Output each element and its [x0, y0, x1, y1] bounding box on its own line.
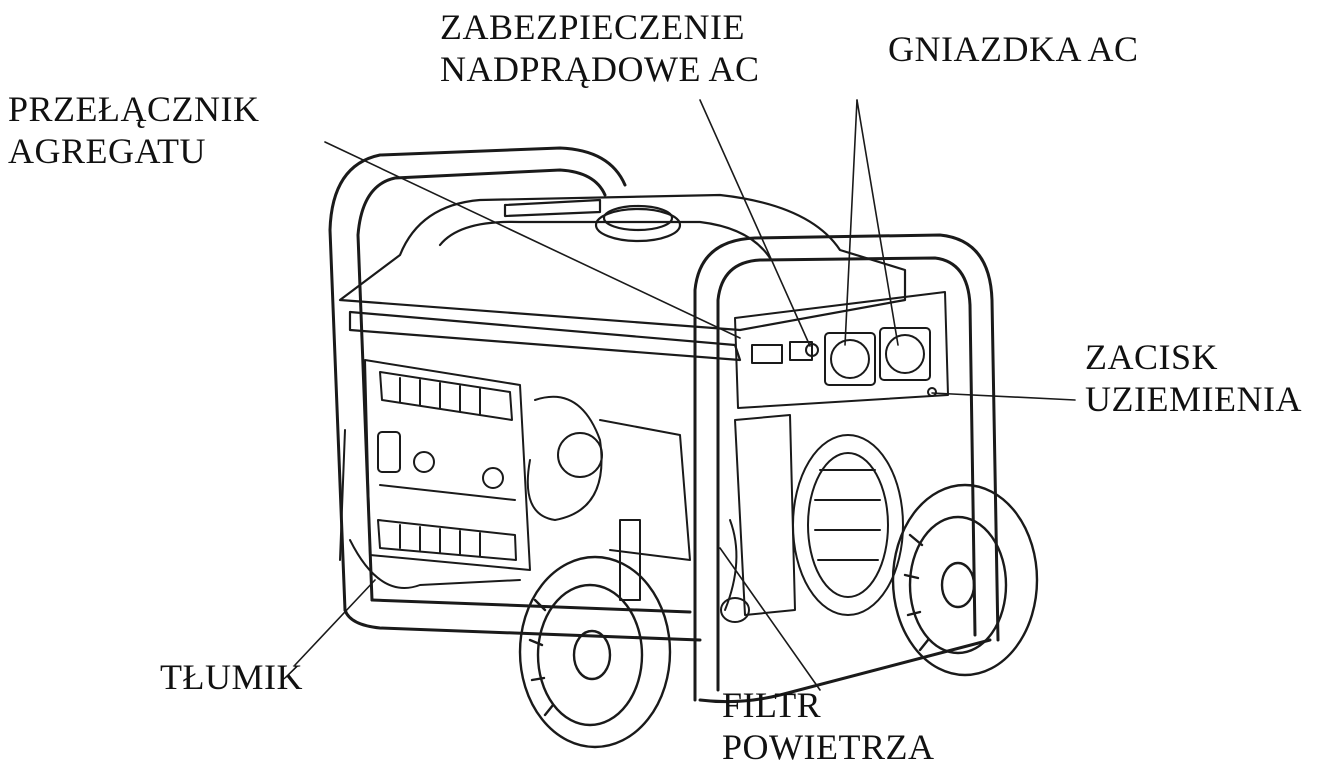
- label-gniazdka-ac: GNIAZDKA AC: [888, 28, 1139, 70]
- panel-breaker: [805, 343, 819, 357]
- alternator: [720, 414, 904, 623]
- leader-przelacznik: [324, 141, 741, 339]
- leader-lines: [294, 99, 1076, 691]
- wheel-rear: [891, 483, 1039, 677]
- socket-1-box: [824, 332, 876, 386]
- label-zabezpieczenie-nadpradowe: ZABEZPIECZENIE NADPRĄDOWE AC: [440, 6, 760, 90]
- label-przelacznik-agregatu: PRZEŁĄCZNIK AGREGATU: [8, 88, 260, 172]
- leader-gniazdka-2: [856, 99, 899, 346]
- panel-switch: [751, 344, 783, 364]
- label-gniazdka-line1: GNIAZDKA AC: [888, 29, 1139, 69]
- label-przelacznik-line1: PRZEŁĄCZNIK: [8, 89, 260, 129]
- control-panel: [734, 291, 949, 409]
- frame-left-rear: [328, 146, 627, 612]
- socket-2: [885, 334, 925, 374]
- label-zacisk-line1: ZACISK: [1085, 337, 1219, 377]
- socket-1: [830, 339, 870, 379]
- label-zabezpieczenie-line1: ZABEZPIECZENIE: [440, 7, 745, 47]
- socket-2-box: [879, 327, 931, 381]
- leader-filtr: [719, 547, 821, 691]
- leader-zabezpieczenie: [699, 99, 811, 347]
- label-tlumik-line1: TŁUMIK: [160, 657, 303, 697]
- label-filtr-line1: FILTR: [722, 685, 822, 725]
- fuel-cap: [594, 207, 682, 243]
- frame: [328, 146, 1000, 704]
- label-filtr-line2: POWIETRZA: [722, 727, 935, 767]
- muffler: [339, 429, 521, 589]
- label-zacisk-uziemienia: ZACISK UZIEMIENIA: [1085, 336, 1302, 420]
- leader-tlumik: [294, 579, 376, 666]
- label-zabezpieczenie-line2: NADPRĄDOWE AC: [440, 49, 760, 89]
- label-zacisk-line2: UZIEMIENIA: [1085, 379, 1302, 419]
- label-filtr-powietrza: FILTR POWIETRZA: [722, 684, 934, 768]
- frame-right-front: [693, 233, 1000, 702]
- wheel-front: [518, 555, 672, 749]
- ground-terminal: [927, 387, 937, 397]
- label-tlumik: TŁUMIK: [160, 656, 303, 698]
- engine-block: [364, 359, 691, 601]
- air-filter: [720, 597, 750, 623]
- fuel-tank: [338, 193, 907, 362]
- leader-zacisk: [931, 392, 1076, 401]
- engine-switch: [377, 431, 401, 473]
- label-przelacznik-line2: AGREGATU: [8, 131, 206, 171]
